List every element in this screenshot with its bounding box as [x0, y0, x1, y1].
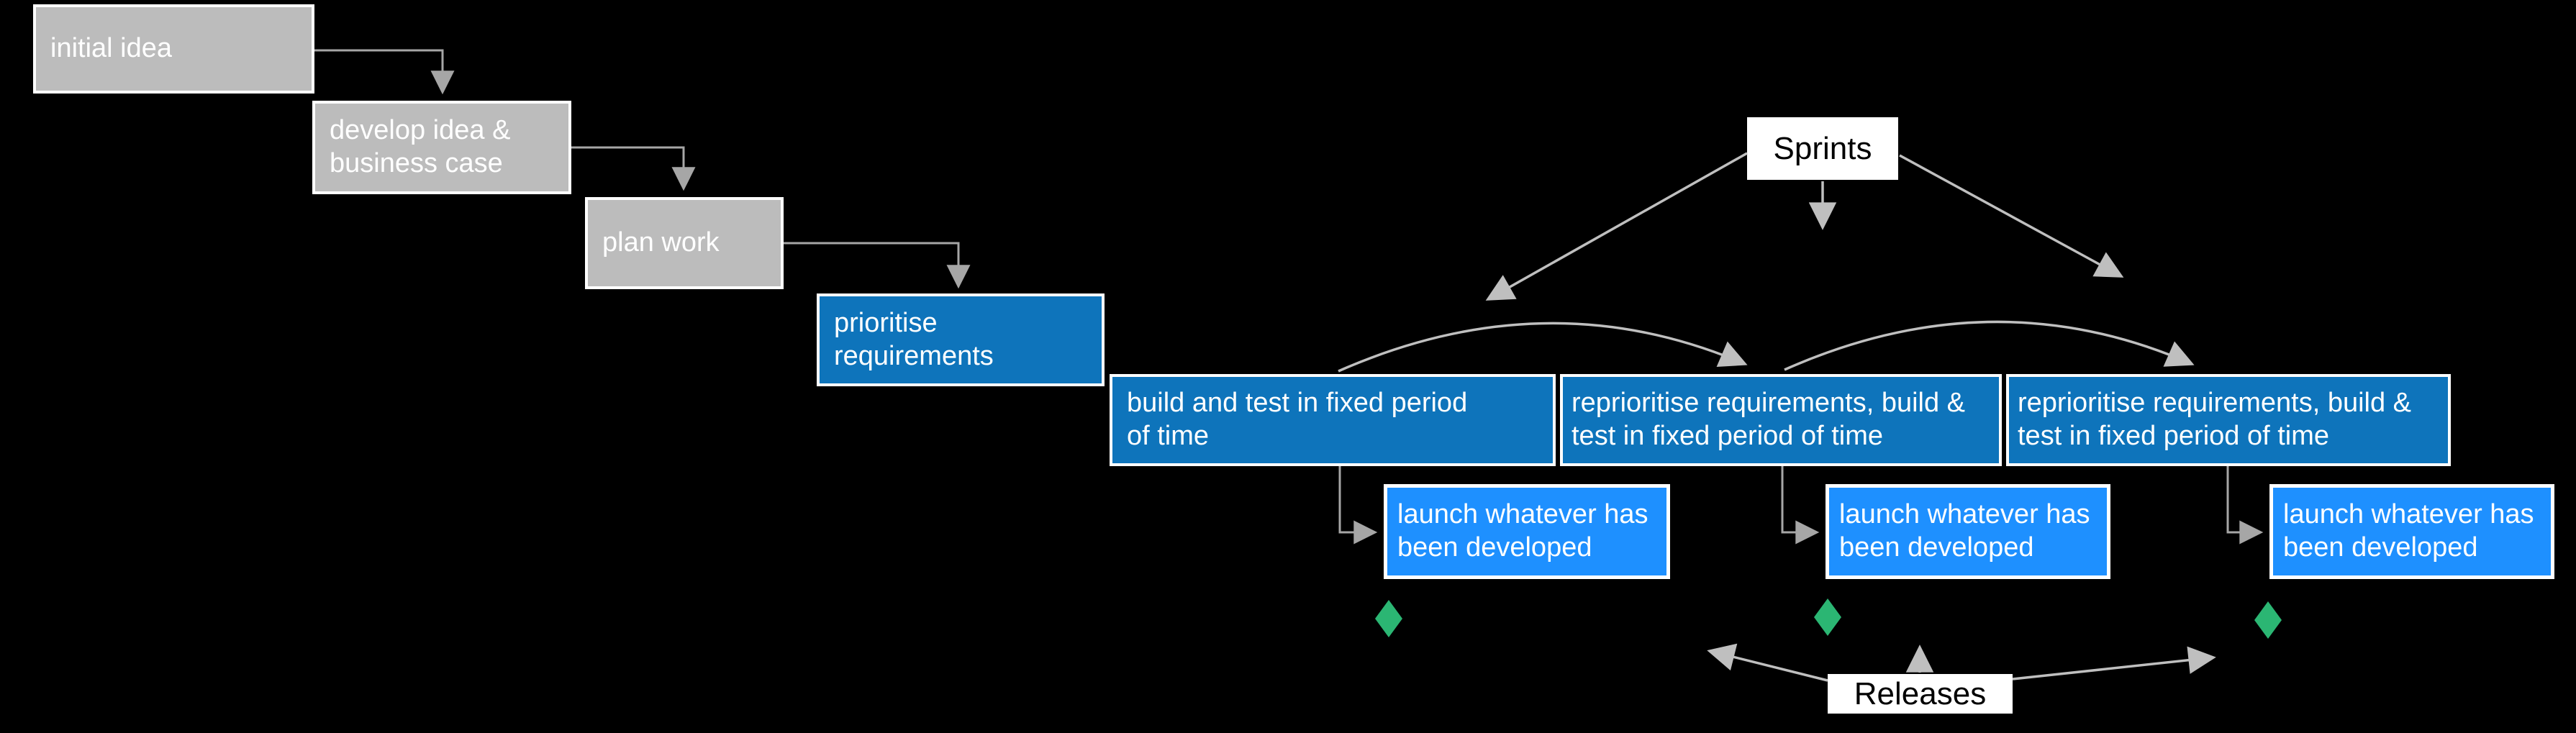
sprint-arc-2	[1784, 320, 2195, 371]
milestone-diamond-1	[1375, 600, 1402, 637]
sprint-arc-1	[1338, 322, 1748, 373]
connector-plan-to-prioritise	[784, 242, 971, 289]
connector-initial-to-develop	[314, 49, 455, 95]
connector-build-to-launch-1	[1338, 466, 1378, 545]
node-initial-idea: initial idea	[33, 4, 314, 94]
releases-arrow-left	[1707, 643, 1828, 682]
node-develop-idea-label: develop idea & business case	[330, 115, 511, 178]
node-develop-idea-business-case: develop idea & business case	[312, 101, 571, 194]
releases-label-box: Releases	[1828, 674, 2013, 714]
milestone-diamond-3	[2254, 601, 2282, 639]
node-reprioritise-1: reprioritise requirements, build & test …	[1560, 374, 2002, 466]
connector-reprioritise-1-to-launch-2	[1781, 466, 1820, 545]
node-launch-1: launch whatever has been developed	[1384, 484, 1670, 579]
node-reprioritise-2: reprioritise requirements, build & test …	[2006, 374, 2451, 466]
node-initial-idea-label: initial idea	[50, 33, 172, 64]
sprints-label: Sprints	[1773, 130, 1872, 166]
node-launch-2-label: launch whatever has been developed	[1839, 499, 2090, 563]
node-reprioritise-2-label: reprioritise requirements, build & test …	[2018, 388, 2412, 451]
node-build-and-test: build and test in fixed period of time	[1110, 374, 1556, 466]
node-prioritise-requirements: prioritise requirements	[817, 293, 1105, 386]
node-reprioritise-1-label: reprioritise requirements, build & test …	[1572, 388, 1966, 451]
node-launch-3-label: launch whatever has been developed	[2283, 499, 2534, 563]
sprints-arrow-left	[1485, 152, 1748, 301]
node-launch-2: launch whatever has been developed	[1826, 484, 2110, 579]
node-launch-3: launch whatever has been developed	[2269, 484, 2554, 579]
connector-develop-to-plan	[571, 146, 696, 191]
node-launch-1-label: launch whatever has been developed	[1397, 499, 1648, 563]
node-build-and-test-label: build and test in fixed period of time	[1127, 388, 1468, 451]
node-plan-work: plan work	[585, 197, 784, 289]
node-prioritise-label: prioritise requirements	[834, 307, 994, 371]
connector-reprioritise-2-to-launch-3	[2226, 466, 2264, 545]
sprints-label-box: Sprints	[1747, 117, 1898, 180]
node-plan-work-label: plan work	[602, 227, 720, 258]
releases-label: Releases	[1854, 675, 1987, 711]
milestone-diamond-2	[1814, 598, 1841, 636]
releases-arrow-right	[2012, 646, 2216, 680]
sprints-arrow-right	[1899, 154, 2124, 278]
